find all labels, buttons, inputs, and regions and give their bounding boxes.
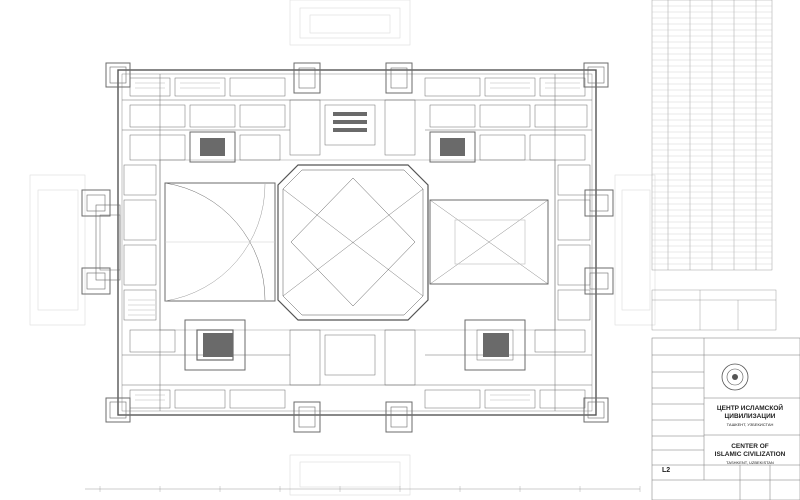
corner-tower-sw: [105, 397, 131, 423]
east-hall: [429, 199, 549, 285]
south-wing-rooms: [122, 319, 592, 409]
context-ghost: [29, 0, 656, 496]
title-ru-line2: ЦИВИЛИЗАЦИИ: [724, 413, 776, 420]
notes-box: [651, 289, 777, 331]
title-ru: ЦЕНТР ИСЛАМСКОЙ ЦИВИЛИЗАЦИИ: [705, 405, 795, 421]
tower-east-bottom: [584, 267, 614, 295]
tower-north-left: [293, 62, 321, 94]
north-wing-rooms: [122, 77, 592, 163]
schedule-rows: [652, 5, 772, 265]
floor-plan-level-2: [81, 62, 641, 492]
title-en-line2: ISLAMIC CIVILIZATION: [714, 451, 786, 458]
title-ru-line1: ЦЕНТР ИСЛАМСКОЙ: [716, 405, 784, 412]
sheet-label: L2: [662, 467, 671, 474]
logo-emblem: [721, 363, 749, 391]
corner-tower-se: [583, 397, 609, 423]
room-schedule-table: [651, 0, 773, 271]
corner-tower-nw: [105, 62, 131, 88]
west-hall: [164, 182, 276, 302]
outer-wall: [117, 69, 597, 416]
tower-east-top: [584, 189, 614, 217]
tower-north-right: [385, 62, 413, 94]
title-en-line1: CENTER OF: [731, 443, 769, 450]
central-hall: [277, 164, 429, 321]
subtitle-en: TASHKENT, UZBEKISTAN: [726, 460, 774, 465]
tower-south-right: [385, 401, 413, 433]
west-wing-rooms: [99, 74, 161, 411]
title-en: CENTER OF ISLAMIC CIVILIZATION: [705, 443, 795, 459]
east-wing-rooms: [554, 74, 591, 411]
corner-tower-ne: [583, 62, 609, 88]
tower-south-left: [293, 401, 321, 433]
subtitle-ru: ТАШКЕНТ, УЗБЕКИСТАН: [726, 422, 774, 427]
title-block: [651, 337, 800, 500]
